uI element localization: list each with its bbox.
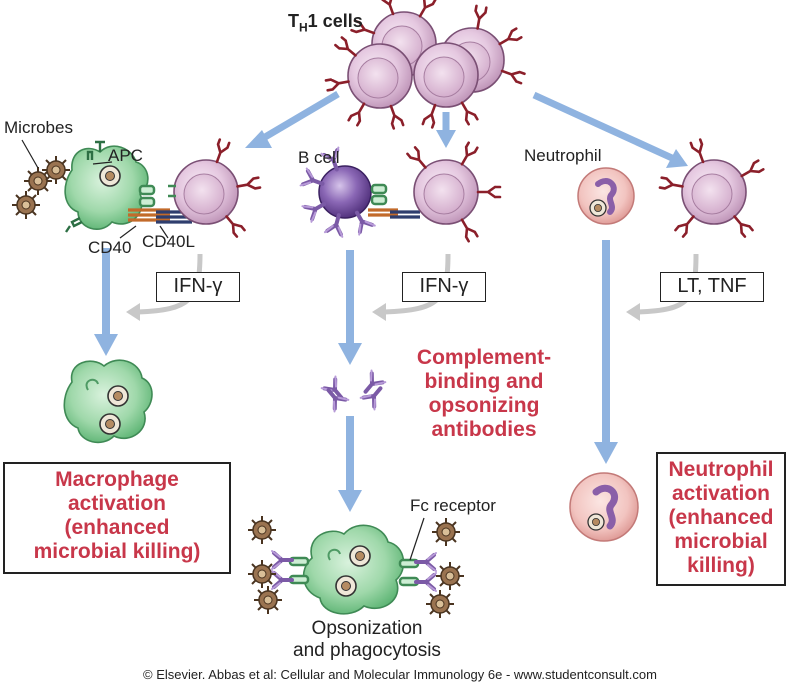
b-cell-t-cell-pair [298,141,502,243]
branch-arrows [245,90,688,168]
b-cell-label: B cell [298,148,340,167]
opsonization-line-2: and phagocytosis [293,640,441,661]
opsonization-macrophage [247,515,465,619]
opsonization-line-1: Opsonization [311,618,423,639]
cd40l-label: CD40L [142,232,195,251]
apc-t-cell-pair [11,138,262,239]
opsonization-label: Opsonization and phagocytosis [272,618,462,662]
neutrophil-label: Neutrophil [524,146,602,165]
diagram-title: TH1 cells [288,11,363,35]
macrophage-line-4: microbial killing) [33,540,201,563]
fc-receptor-label: Fc receptor [410,496,496,515]
title-subscript: H [299,20,308,35]
antibodies-line-4: antibodies [431,418,537,441]
neutrophil-t-cell-pair [577,138,765,238]
lt-tnf-box: LT, TNF [660,272,764,302]
title-main: T [288,11,299,31]
ifn-gamma-left-box: IFN-γ [156,272,240,302]
neutrophil-line-4: microbial [674,530,768,553]
copyright-caption: © Elsevier. Abbas et al: Cellular and Mo… [143,667,657,682]
cd40-label: CD40 [88,238,132,257]
activated-macrophage [63,359,153,444]
neutrophil-activation-box: Neutrophil activation (enhanced microbia… [656,452,786,586]
neutrophil-line-2: activation [671,482,771,505]
antibodies-outcome-label: Complement- binding and opsonizing antib… [396,346,572,442]
neutrophil-line-5: killing) [687,554,755,577]
apc-label: APC [108,146,143,165]
neutrophil-line-3: (enhanced [668,506,774,529]
antibodies-line-3: opsonizing [428,394,540,417]
macrophage-line-3: (enhanced [64,516,170,539]
macrophage-line-1: Macrophage [55,468,179,491]
downstream-arrows [94,240,618,512]
secreted-antibodies [319,368,390,414]
ifn-gamma-middle-box: IFN-γ [402,272,486,302]
macrophage-activation-box: Macrophage activation (enhanced microbia… [3,462,231,574]
title-rest: 1 cells [307,11,363,31]
antibodies-line-1: Complement- [416,346,552,369]
macrophage-line-2: activation [67,492,167,515]
microbes-label: Microbes [4,118,73,137]
neutrophil-line-1: Neutrophil [668,458,774,481]
activated-neutrophil [569,472,639,542]
antibodies-line-2: binding and [424,370,544,393]
